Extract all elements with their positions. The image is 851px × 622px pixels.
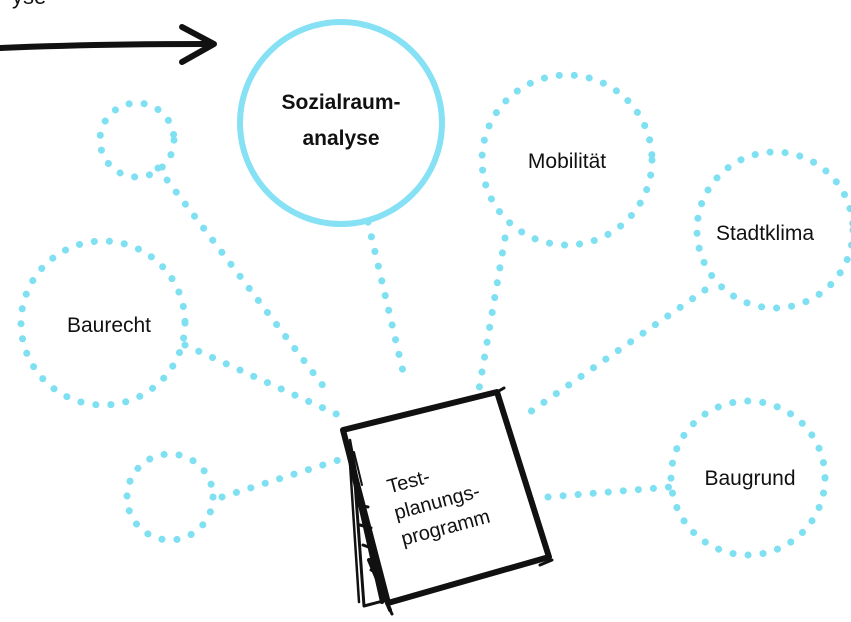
connector-small-bottom-left — [218, 454, 349, 501]
node-mobilitaet-circle — [478, 71, 656, 249]
connector-sozialraum — [364, 218, 409, 384]
node-stadtklima-label: Stadtklima — [716, 222, 814, 245]
connector-mobilitaet — [474, 234, 509, 399]
cropped-heading-fragment: yse — [12, 0, 46, 9]
document-icon: Test- planungs- programm — [340, 386, 554, 616]
node-sozialraum-label-line1: Sozialraum- — [281, 91, 400, 114]
connector-baugrund — [544, 483, 674, 501]
node-empty-bottom-left — [123, 450, 217, 544]
arrow-icon — [0, 24, 217, 65]
node-sozialraum-circle — [237, 19, 445, 227]
connector-small-top-left — [154, 164, 334, 399]
connector-baurecht — [181, 341, 349, 422]
node-baurecht-circle — [17, 237, 189, 409]
node-sozialraum-label-line2: analyse — [302, 127, 379, 150]
node-baugrund-label: Baugrund — [704, 467, 795, 490]
node-empty-top-left — [96, 99, 178, 181]
dotted-connectors — [154, 164, 709, 501]
node-mobilitaet-label: Mobilität — [528, 150, 606, 173]
node-baurecht-label: Baurecht — [67, 314, 151, 337]
node-baugrund-circle — [667, 397, 829, 559]
connector-stadtklima — [526, 286, 709, 416]
dotted-circles — [17, 71, 851, 559]
node-stadtklima-circle — [693, 148, 851, 312]
